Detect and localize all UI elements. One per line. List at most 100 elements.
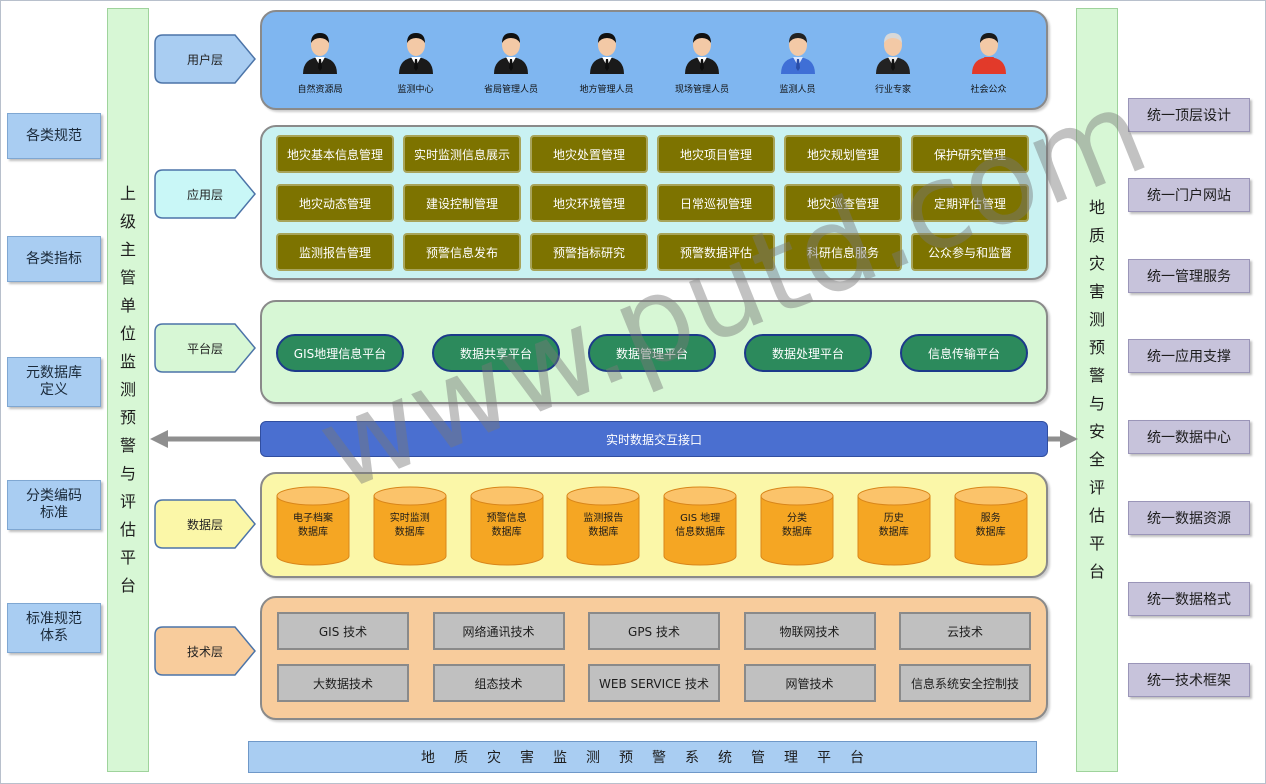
left-column-char: 评 xyxy=(119,492,136,511)
user-role: 地方管理人员 xyxy=(561,30,653,95)
tech-item: WEB SERVICE 技术 xyxy=(588,664,720,702)
database-cylinder: GIS 地理 信息数据库 xyxy=(663,486,737,566)
left-column-char: 测 xyxy=(119,380,136,399)
right-column-geohazard-platform: 地质灾害测预警与安全评估平台 xyxy=(1076,8,1118,772)
footer-management-platform: 地质灾害监测预警系统管理平台 xyxy=(248,741,1037,773)
user-role-label: 监测中心 xyxy=(397,85,434,95)
tech-item: 组态技术 xyxy=(432,664,565,702)
left-column-char: 位 xyxy=(119,324,136,343)
tech-item: GIS 技术 xyxy=(277,612,409,650)
businessman-icon xyxy=(587,30,627,78)
app-module: 预警信息发布 xyxy=(403,233,521,271)
businessman-icon xyxy=(396,30,436,78)
app-module: 科研信息服务 xyxy=(784,233,902,271)
tag-user-layer: 用户层 xyxy=(153,33,257,85)
left-column-char: 台 xyxy=(119,576,136,595)
app-module: 地灾环境管理 xyxy=(530,184,648,222)
platform-module: 数据共享平台 xyxy=(432,334,560,372)
app-module: 地灾动态管理 xyxy=(276,184,394,222)
right-column-char: 警 xyxy=(1088,366,1105,385)
tech-item: GPS 技术 xyxy=(588,612,720,650)
left-column-char: 管 xyxy=(119,268,136,287)
database-label: 电子档案 数据库 xyxy=(293,513,333,538)
user-role-label: 监测人员 xyxy=(779,85,816,95)
database-cylinder: 电子档案 数据库 xyxy=(276,486,350,566)
left-column-char: 单 xyxy=(119,296,136,315)
app-module: 保护研究管理 xyxy=(911,135,1029,173)
right-column-char: 安 xyxy=(1088,422,1105,441)
database-cylinder: 分类 数据库 xyxy=(760,486,834,566)
right-item-2: 统一门户网站 xyxy=(1128,178,1250,212)
right-column-char: 质 xyxy=(1088,226,1105,245)
right-item-4: 统一应用支撑 xyxy=(1128,339,1250,373)
left-column-superior-platform: 上级主管单位监测预警与评估平台 xyxy=(107,8,149,772)
left-standard-2: 各类指标 xyxy=(7,236,101,282)
app-module: 公众参与和监督 xyxy=(911,233,1029,271)
left-column-char: 与 xyxy=(119,464,136,483)
user-role-label: 省局管理人员 xyxy=(483,85,538,95)
database-cylinder: 历史 数据库 xyxy=(857,486,931,566)
tech-item: 信息系统安全控制技 xyxy=(899,664,1031,702)
tag-data-layer: 数据层 xyxy=(153,498,257,550)
user-role-label: 自然资源局 xyxy=(297,85,343,95)
left-standard-1: 各类规范 xyxy=(7,113,101,159)
database-cylinder: 监测报告 数据库 xyxy=(566,486,640,566)
app-module: 地灾巡查管理 xyxy=(784,184,902,222)
database-label: 分类 数据库 xyxy=(782,513,812,538)
app-module: 日常巡视管理 xyxy=(657,184,775,222)
right-column-char: 估 xyxy=(1088,506,1105,525)
platform-module: 数据管理平台 xyxy=(588,334,716,372)
tech-item: 大数据技术 xyxy=(277,664,409,702)
app-module: 地灾处置管理 xyxy=(530,135,648,173)
app-module: 实时监测信息展示 xyxy=(403,135,521,173)
right-column-char: 平 xyxy=(1088,534,1105,553)
platform-module: 信息传输平台 xyxy=(900,334,1028,372)
tech-item: 云技术 xyxy=(899,612,1031,650)
right-item-1: 统一顶层设计 xyxy=(1128,98,1250,132)
right-column-char: 害 xyxy=(1088,282,1105,301)
platform-layer-panel: GIS地理信息平台数据共享平台数据管理平台数据处理平台信息传输平台 xyxy=(260,300,1048,404)
interface-arrow-left-icon xyxy=(150,430,260,448)
user-role-label: 地方管理人员 xyxy=(579,85,634,95)
user-role: 监测人员 xyxy=(752,30,844,95)
user-role-label: 行业专家 xyxy=(874,85,911,95)
tech-item: 网管技术 xyxy=(743,664,876,702)
user-role-label: 现场管理人员 xyxy=(674,85,729,95)
right-item-7: 统一数据格式 xyxy=(1128,582,1250,616)
right-column-char: 全 xyxy=(1088,450,1105,469)
left-standard-5: 标准规范 体系 xyxy=(7,603,101,653)
left-column-char: 级 xyxy=(119,212,136,231)
tag-platform-layer: 平台层 xyxy=(153,322,257,374)
right-column-char: 地 xyxy=(1088,198,1105,217)
left-column-char: 预 xyxy=(119,408,136,427)
right-column-char: 台 xyxy=(1088,562,1105,581)
application-layer-panel: 地灾基本信息管理实时监测信息展示地灾处置管理地灾项目管理地灾规划管理保护研究管理… xyxy=(260,125,1048,280)
platform-module: 数据处理平台 xyxy=(744,334,872,372)
database-cylinder: 服务 数据库 xyxy=(954,486,1028,566)
worker-icon xyxy=(778,30,818,78)
app-module: 预警指标研究 xyxy=(530,233,648,271)
interface-arrow-right-icon xyxy=(1048,430,1078,448)
app-module: 监测报告管理 xyxy=(276,233,394,271)
user-role: 省局管理人员 xyxy=(465,30,557,95)
database-cylinder: 实时监测 数据库 xyxy=(373,486,447,566)
app-module: 地灾规划管理 xyxy=(784,135,902,173)
app-module: 地灾项目管理 xyxy=(657,135,775,173)
app-module: 定期评估管理 xyxy=(911,184,1029,222)
tech-item: 网络通讯技术 xyxy=(432,612,565,650)
right-item-3: 统一管理服务 xyxy=(1128,259,1250,293)
left-standard-4: 分类编码 标准 xyxy=(7,480,101,530)
right-item-6: 统一数据资源 xyxy=(1128,501,1250,535)
left-column-char: 上 xyxy=(119,184,136,203)
database-label: 监测报告 数据库 xyxy=(583,513,624,538)
right-item-8: 统一技术框架 xyxy=(1128,663,1250,697)
right-column-char: 评 xyxy=(1088,478,1105,497)
database-label: 服务 数据库 xyxy=(975,513,1006,538)
left-column-char: 估 xyxy=(119,520,136,539)
user-role: 监测中心 xyxy=(370,30,462,95)
user-role: 社会公众 xyxy=(943,30,1035,95)
expert-icon xyxy=(873,30,913,78)
app-module: 预警数据评估 xyxy=(657,233,775,271)
user-role: 行业专家 xyxy=(847,30,939,95)
